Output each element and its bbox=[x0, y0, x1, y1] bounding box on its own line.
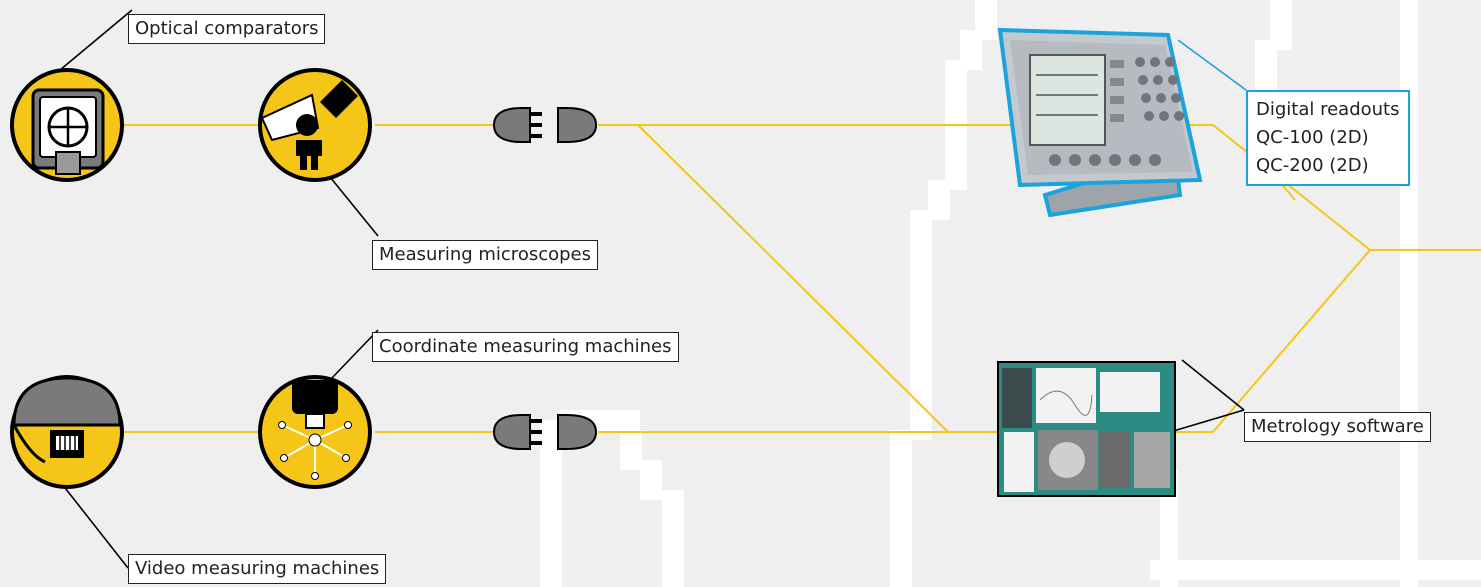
qc-100-label: QC-100 (2D) bbox=[1256, 127, 1369, 148]
readout-leader-line bbox=[1177, 39, 1247, 91]
coordinate-measuring-machine-icon bbox=[258, 375, 372, 489]
measuring-microscope-icon bbox=[258, 68, 372, 182]
digital-readouts-label: Digital readouts bbox=[1256, 99, 1400, 120]
qc-200-label: QC-200 (2D) bbox=[1256, 155, 1369, 176]
digital-readout-device-image bbox=[997, 27, 1203, 218]
video-measuring-machines-label: Video measuring machines bbox=[128, 554, 387, 584]
measuring-microscopes-label: Measuring microscopes bbox=[372, 240, 598, 270]
plug-connector-icon-bottom bbox=[492, 414, 598, 450]
leader-lines bbox=[59, 9, 1245, 569]
coordinate-measuring-machines-label: Coordinate measuring machines bbox=[372, 332, 679, 362]
digital-readouts-callout: Digital readouts QC-100 (2D) QC-200 (2D) bbox=[1246, 90, 1410, 186]
metrology-software-image bbox=[997, 361, 1176, 497]
optical-comparator-icon bbox=[10, 68, 124, 182]
connector-lines bbox=[122, 124, 1481, 433]
metrology-software-label: Metrology software bbox=[1244, 412, 1431, 442]
video-measuring-machine-icon bbox=[10, 375, 124, 489]
plug-connector-icon-top bbox=[492, 107, 598, 143]
optical-comparators-label: Optical comparators bbox=[128, 14, 326, 44]
